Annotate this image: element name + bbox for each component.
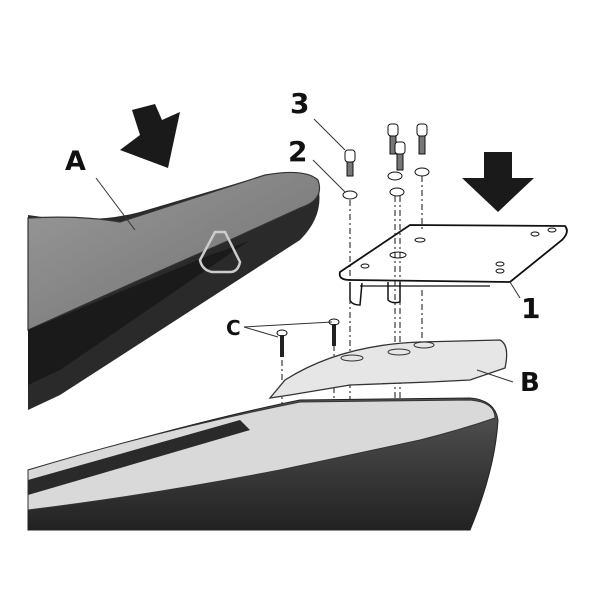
label-a: A — [65, 146, 86, 177]
label-b: B — [520, 368, 540, 398]
bolts-and-washers — [342, 123, 430, 200]
rear-tail-section — [27, 397, 499, 531]
press-down-arrow-seat — [120, 104, 180, 168]
seat-part-a — [27, 171, 321, 410]
mounting-plate-1 — [338, 224, 568, 306]
press-down-arrow-plate — [462, 152, 534, 212]
label-2: 2 — [288, 135, 308, 168]
grab-rail-b — [268, 339, 508, 399]
label-c: C — [226, 316, 241, 340]
screws-c — [276, 318, 340, 357]
label-3: 3 — [290, 87, 310, 120]
label-1: 1 — [521, 292, 541, 325]
